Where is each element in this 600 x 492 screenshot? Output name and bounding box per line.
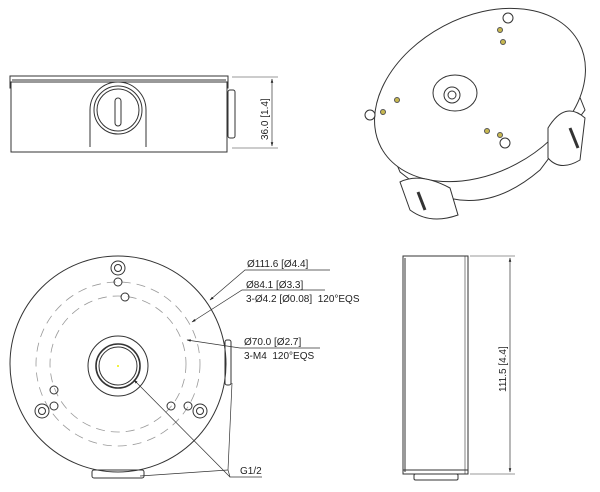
isometric-view [364, 7, 586, 220]
outer-diameter-label: Ø111.6 [Ø4.4] [247, 259, 309, 270]
conduit-thread-label: G1/2 [240, 466, 262, 477]
hole-circle-diameter-label: Ø84.1 [Ø3.3] [246, 280, 303, 291]
front-view [9, 255, 330, 479]
elevation-view [9, 75, 278, 153]
elevation-height-dim: 36.0 [1.4] [260, 98, 271, 140]
hole-spec-label: 3-Ø4.2 [Ø0.08] 120°EQS [246, 294, 360, 305]
side-height-dim: 111.5 [4.4] [498, 346, 509, 392]
side-view [402, 255, 515, 481]
thread-spec-label: 3-M4 120°EQS [244, 351, 314, 362]
thread-circle-diameter-label: Ø70.0 [Ø2.7] [244, 337, 301, 348]
